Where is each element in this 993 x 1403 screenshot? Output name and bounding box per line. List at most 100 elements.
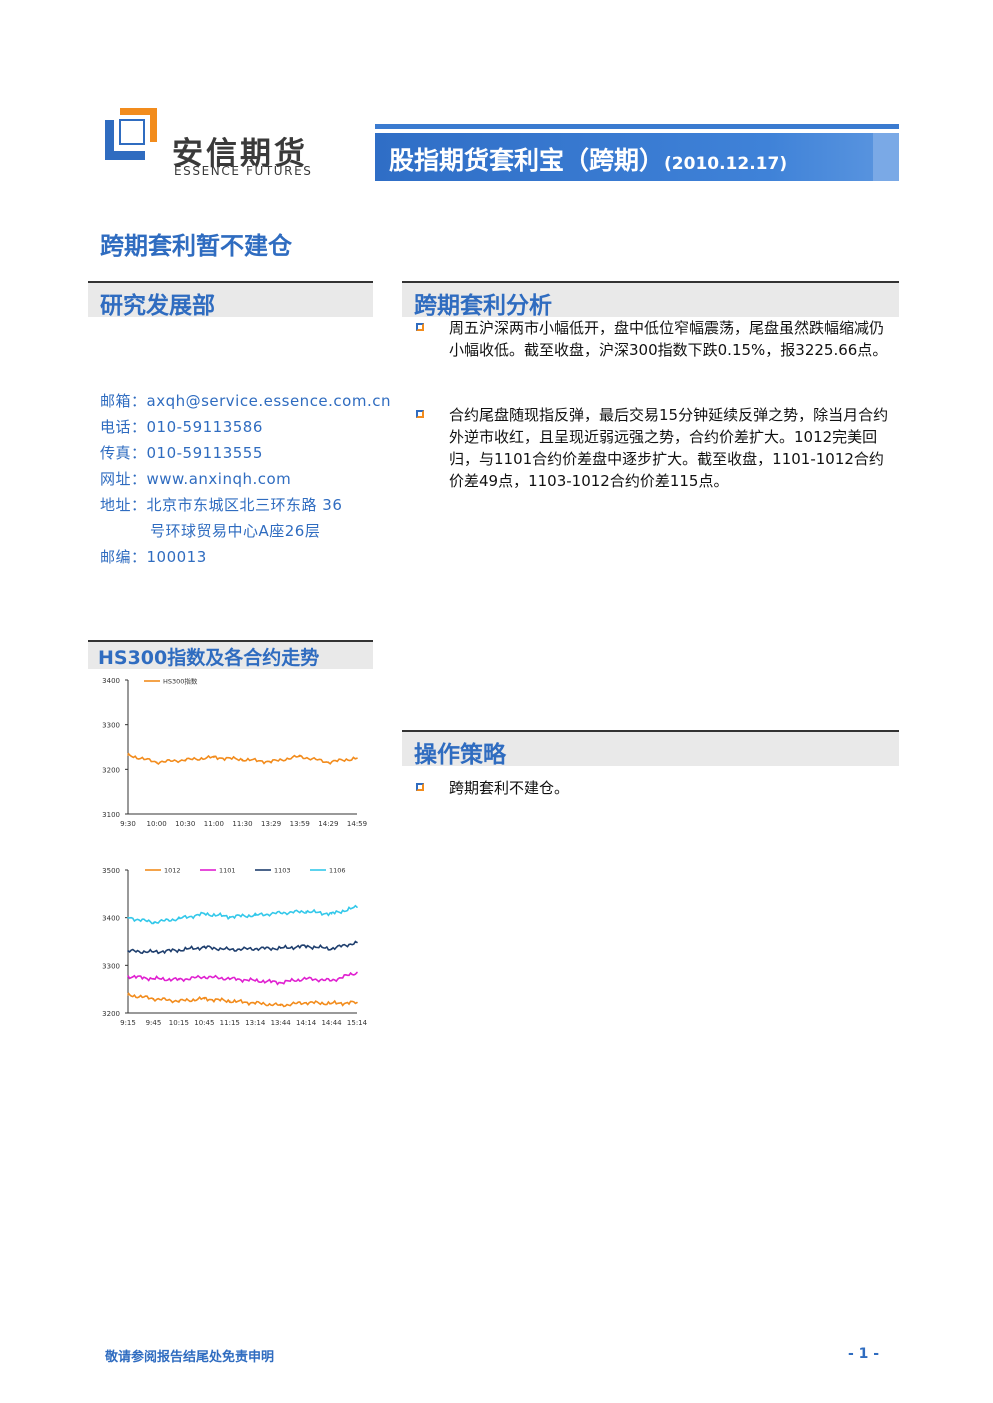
x-tick-label: 11:30 bbox=[232, 820, 252, 828]
x-tick-label: 10:00 bbox=[147, 820, 167, 828]
data-point-HS300指数 bbox=[356, 757, 358, 759]
data-point-1012 bbox=[178, 1000, 180, 1002]
report-title: 股指期货套利宝（跨期）(2010.12.17) bbox=[389, 141, 787, 177]
data-point-1101 bbox=[127, 975, 129, 978]
data-point-1106 bbox=[178, 917, 180, 920]
logo-mark bbox=[105, 108, 157, 160]
footer-disclaimer: 敬请参阅报告结尾处免责申明 bbox=[105, 1350, 275, 1365]
contact-email: 邮箱：axqh@service.essence.com.cn bbox=[100, 392, 391, 410]
data-point-1012 bbox=[305, 1001, 307, 1004]
data-point-1012 bbox=[203, 997, 206, 1000]
data-point-1106 bbox=[254, 914, 257, 917]
x-tick-label: 10:45 bbox=[194, 1019, 214, 1027]
section-research-title: 研究发展部 bbox=[100, 293, 215, 319]
x-tick-label: 13:29 bbox=[261, 820, 281, 828]
x-tick-label: 11:00 bbox=[204, 820, 224, 828]
contact-address-line2: 号环球贸易中心A座26层 bbox=[150, 522, 321, 540]
data-point-1101 bbox=[178, 978, 180, 981]
y-tick-label: 3200 bbox=[102, 1010, 120, 1018]
series-line-1012 bbox=[127, 992, 358, 1008]
contact-address-line1: 地址：北京市东城区北三环东路 36 bbox=[100, 496, 343, 514]
title-topline bbox=[375, 124, 899, 129]
data-point-1012 bbox=[330, 1002, 333, 1005]
data-point-1103 bbox=[305, 945, 307, 948]
data-point-1101 bbox=[254, 979, 257, 982]
footer-page-number: - 1 - bbox=[848, 1346, 880, 1362]
data-point-1012 bbox=[356, 1001, 358, 1004]
data-point-1103 bbox=[330, 947, 333, 950]
section-research: 研究发展部 bbox=[88, 281, 373, 319]
title-bar: 股指期货套利宝（跨期）(2010.12.17) bbox=[375, 133, 899, 181]
data-point-1101 bbox=[152, 977, 155, 980]
title-bar-decoration bbox=[873, 133, 899, 181]
data-point-1012 bbox=[152, 997, 155, 1000]
data-point-HS300指数 bbox=[155, 761, 158, 763]
data-point-1101 bbox=[279, 981, 282, 984]
legend-label-1012: 1012 bbox=[164, 867, 181, 875]
data-point-1106 bbox=[152, 921, 155, 924]
x-tick-label: 13:44 bbox=[271, 1019, 292, 1027]
x-tick-label: 14:59 bbox=[347, 820, 367, 828]
series-line-HS300指数 bbox=[127, 752, 358, 766]
data-point-HS300指数 bbox=[213, 756, 215, 759]
data-point-1101 bbox=[330, 979, 333, 982]
y-tick-label: 3500 bbox=[102, 867, 120, 875]
y-tick-label: 3200 bbox=[102, 766, 120, 774]
bullet-icon bbox=[416, 783, 424, 791]
x-tick-label: 10:30 bbox=[175, 820, 195, 828]
x-tick-label: 13:14 bbox=[245, 1019, 266, 1027]
x-tick-label: 15:14 bbox=[347, 1019, 368, 1027]
x-tick-label: 10:15 bbox=[169, 1019, 189, 1027]
data-point-1103 bbox=[228, 948, 231, 951]
legend-label-HS300指数: HS300指数 bbox=[163, 677, 198, 686]
data-point-1101 bbox=[203, 975, 206, 978]
bullet-icon bbox=[416, 323, 424, 331]
analysis-paragraph-1: 周五沪深两市小幅低开，盘中低位窄幅震荡，尾盘虽然跌幅缩减仍小幅收低。截至收盘，沪… bbox=[449, 319, 888, 359]
data-point-1103 bbox=[203, 946, 206, 949]
section-chart-title: HS300指数及各合约走势 bbox=[98, 647, 320, 669]
data-point-HS300指数 bbox=[270, 760, 272, 763]
contact-fax: 传真：010-59113555 bbox=[100, 444, 263, 462]
data-point-1106 bbox=[127, 916, 129, 919]
data-point-1101 bbox=[356, 971, 358, 974]
section-analysis: 跨期套利分析 bbox=[402, 281, 899, 319]
x-tick-label: 9:15 bbox=[120, 1019, 136, 1027]
data-point-HS300指数 bbox=[327, 761, 330, 763]
data-point-1103 bbox=[152, 951, 155, 953]
legend-label-1106: 1106 bbox=[329, 867, 346, 875]
y-tick-label: 3300 bbox=[102, 722, 120, 730]
contact-phone: 电话：010-59113586 bbox=[100, 418, 263, 436]
data-point-1012 bbox=[254, 1002, 257, 1004]
report-title-main: 股指期货套利宝（跨期） bbox=[389, 146, 665, 175]
data-point-HS300指数 bbox=[127, 754, 129, 756]
data-point-1103 bbox=[127, 950, 129, 952]
data-point-1106 bbox=[356, 906, 358, 908]
x-tick-label: 14:29 bbox=[318, 820, 338, 828]
x-tick-label: 13:59 bbox=[290, 820, 310, 828]
data-point-1103 bbox=[279, 947, 282, 949]
report-headline: 跨期套利暂不建仓 bbox=[100, 232, 292, 260]
series-line-1101 bbox=[127, 971, 358, 986]
data-point-1106 bbox=[279, 912, 282, 914]
contact-postcode: 邮编：100013 bbox=[100, 548, 207, 566]
data-point-HS300指数 bbox=[184, 759, 187, 761]
data-point-1012 bbox=[279, 1004, 282, 1007]
series-line-1103 bbox=[127, 940, 358, 955]
data-point-1103 bbox=[254, 947, 257, 950]
bullet-icon bbox=[416, 410, 424, 418]
x-tick-label: 14:14 bbox=[296, 1019, 317, 1027]
section-strategy: 操作策略 bbox=[402, 730, 899, 768]
data-point-1012 bbox=[127, 994, 129, 996]
logo-name-en: ESSENCE FUTURES bbox=[174, 164, 313, 178]
logo-name-cn: 安信期货 bbox=[172, 136, 308, 172]
section-analysis-title: 跨期套利分析 bbox=[414, 293, 552, 319]
report-date: (2010.12.17) bbox=[664, 154, 788, 174]
data-point-1103 bbox=[356, 941, 358, 944]
data-point-1106 bbox=[305, 910, 307, 913]
data-point-1103 bbox=[178, 949, 180, 951]
x-tick-label: 9:45 bbox=[146, 1019, 162, 1027]
y-tick-label: 3400 bbox=[102, 915, 120, 923]
data-point-1101 bbox=[228, 977, 231, 980]
